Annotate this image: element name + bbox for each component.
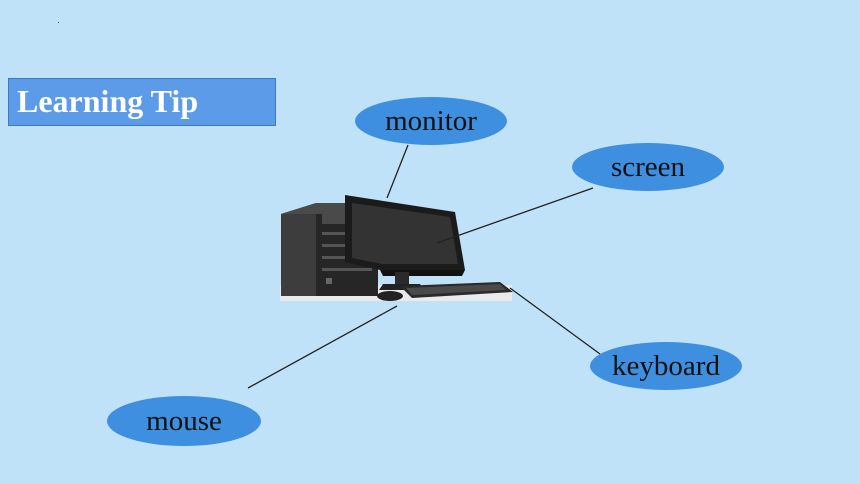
- learning-tip-title: Learning Tip: [17, 83, 199, 119]
- connector-screen: [436, 187, 594, 244]
- label-monitor-text: monitor: [385, 104, 477, 137]
- label-keyboard: keyboard: [590, 342, 742, 390]
- connector-keyboard: [509, 287, 601, 355]
- connector-monitor: [386, 144, 409, 199]
- label-keyboard-text: keyboard: [612, 349, 720, 382]
- stray-dot: [58, 22, 59, 23]
- label-mouse: mouse: [107, 396, 261, 446]
- label-screen: screen: [572, 143, 724, 191]
- label-monitor: monitor: [355, 97, 507, 145]
- label-screen-text: screen: [610, 150, 686, 183]
- learning-tip-banner: Learning Tip: [8, 78, 276, 126]
- label-mouse-text: mouse: [146, 404, 222, 437]
- desktop-computer-icon: [281, 195, 513, 301]
- connector-mouse: [247, 305, 398, 389]
